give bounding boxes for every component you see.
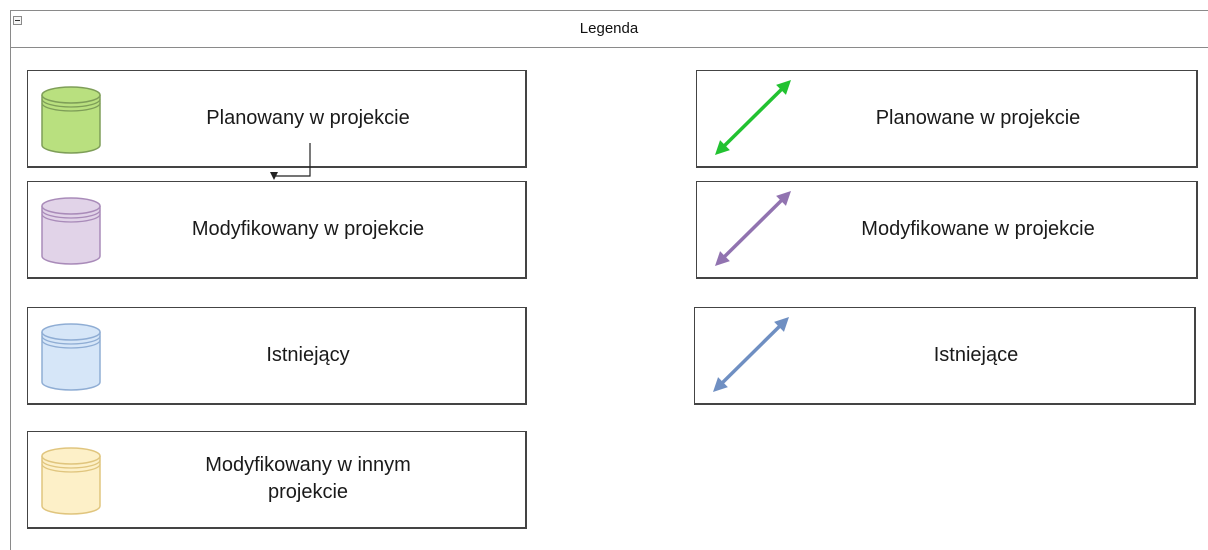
legend-item-other-project-db[interactable]: Modyfikowany w innym projekcie — [27, 431, 527, 529]
legend-title: Legenda — [579, 20, 639, 37]
legend-item-planned-connection[interactable]: Planowane w projekcie — [696, 70, 1198, 168]
double-arrow-icon — [715, 191, 791, 266]
legend-item-existing-db[interactable]: Istniejący — [27, 307, 527, 405]
legend-label: Planowany w projekcie — [206, 106, 410, 129]
legend-label: Planowane w projekcie — [875, 106, 1081, 129]
double-arrow-icon — [713, 317, 789, 392]
legend-item-existing-connection[interactable]: Istniejące — [694, 307, 1196, 405]
legend-label: Modyfikowane w projekcie — [861, 217, 1095, 240]
legend-item-modified-connection[interactable]: Modyfikowane w projekcie — [696, 181, 1198, 279]
legend-header: Legenda — [10, 10, 1208, 48]
double-arrow-icon — [715, 80, 791, 155]
legend-container — [10, 10, 1208, 550]
legend-label: Modyfikowany w projekcie — [191, 217, 425, 240]
legend-label: Istniejący — [266, 343, 350, 366]
database-icon — [41, 447, 101, 515]
database-icon — [41, 323, 101, 391]
database-icon — [41, 197, 101, 265]
legend-item-modified-db[interactable]: Modyfikowany w projekcie — [27, 181, 527, 279]
legend-label: Modyfikowany w innym projekcie — [205, 454, 411, 503]
legend-item-planned-db[interactable]: Planowany w projekcie — [27, 70, 527, 168]
collapse-icon[interactable] — [13, 16, 22, 25]
legend-label: Istniejące — [933, 343, 1019, 366]
database-icon — [41, 86, 101, 154]
